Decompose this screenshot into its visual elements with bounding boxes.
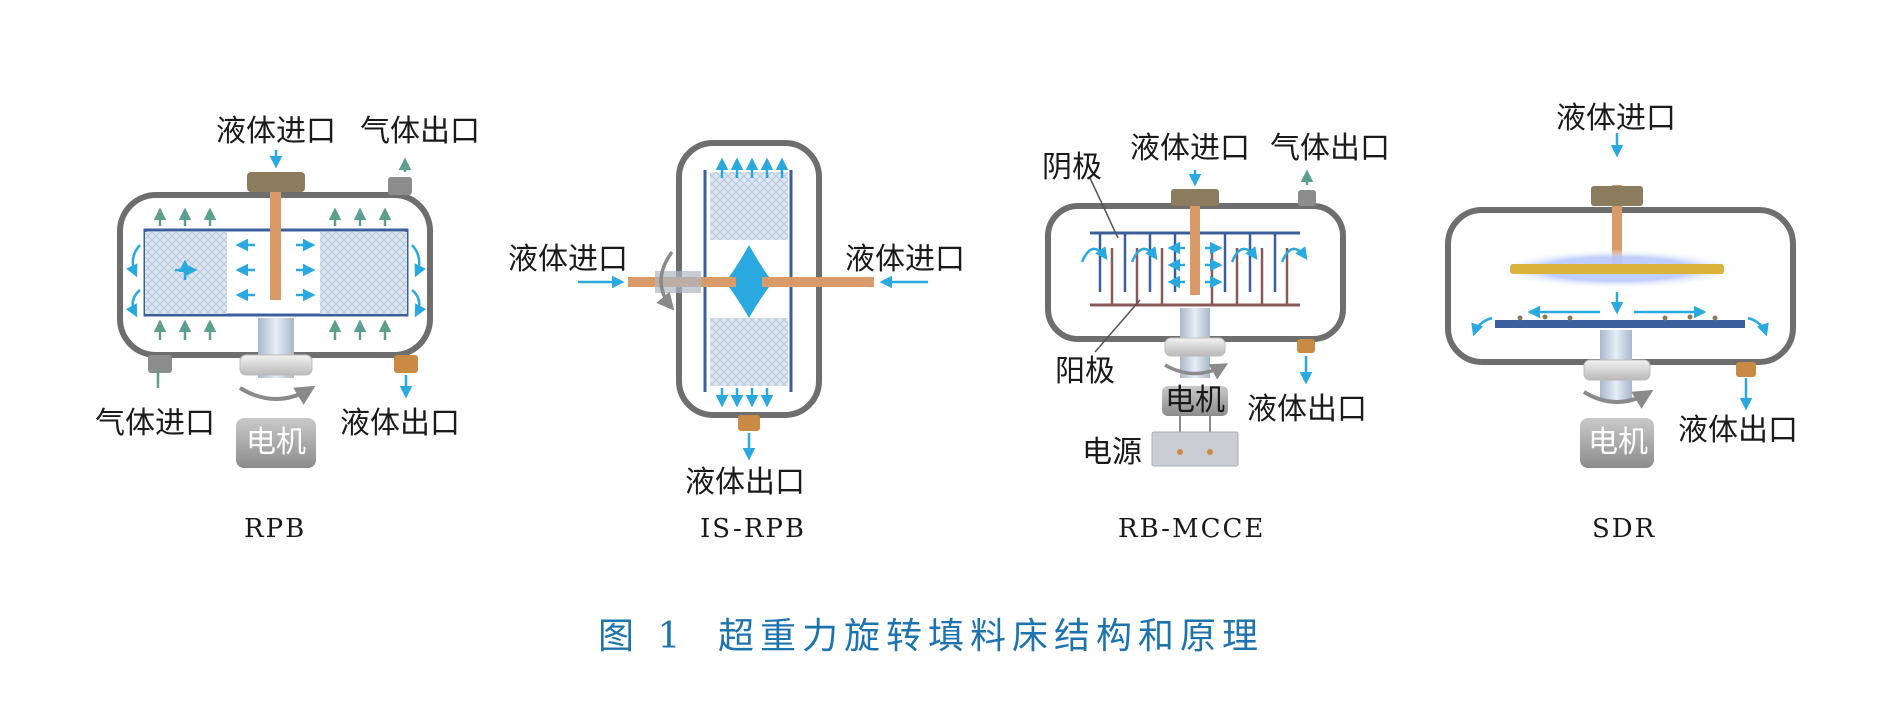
isrpb-caption: IS-RPB bbox=[700, 514, 806, 544]
panel-sdr: 液体进口 电机 液体出口 SDR bbox=[1445, 101, 1798, 544]
rpb-motor-label: 电机 bbox=[246, 425, 306, 460]
rbmcce-shaft bbox=[1190, 195, 1200, 295]
isrpb-rotation-arrow-icon bbox=[656, 250, 675, 311]
sdr-liquid-outlet-port bbox=[1736, 362, 1756, 377]
rbmcce-gas-outlet-port bbox=[1298, 190, 1316, 206]
rbmcce-cathode-pointer bbox=[1089, 177, 1119, 239]
rpb-motor bbox=[236, 418, 316, 468]
rpb-liquid-inlet-cap bbox=[247, 172, 305, 192]
rbmcce-motor bbox=[1162, 386, 1228, 416]
isrpb-impingement-zone bbox=[725, 245, 773, 318]
rbmcce-power-label: 电源 bbox=[1082, 435, 1142, 470]
rpb-liquid-inlet-label: 液体进口 bbox=[216, 114, 336, 149]
panel-isrpb: 液体进口 液体进口 液体出口 IS-RPB bbox=[508, 140, 965, 544]
sdr-liquid-inlet-label: 液体进口 bbox=[1556, 101, 1676, 136]
rbmcce-liquid-inlet-cap bbox=[1171, 189, 1219, 206]
isrpb-left-bearing bbox=[655, 271, 701, 293]
rpb-bearing bbox=[239, 354, 313, 376]
sdr-shaft bbox=[1612, 185, 1622, 265]
rbmcce-bearing bbox=[1164, 337, 1226, 357]
figure-caption: 图 1 超重力旋转填料床结构和原理 bbox=[598, 616, 1264, 657]
isrpb-liquid-outlet-port bbox=[738, 415, 760, 431]
rpb-liquid-flow-arrows bbox=[125, 150, 427, 399]
figure-title: 超重力旋转填料床结构和原理 bbox=[718, 616, 1264, 657]
isrpb-liquid-outlet-label: 液体出口 bbox=[685, 465, 805, 500]
sdr-liquid-film bbox=[1517, 314, 1718, 321]
isrpb-liquid-inlet-left-label: 液体进口 bbox=[508, 242, 628, 277]
rbmcce-liquid-flow-arrows bbox=[1080, 170, 1313, 385]
rbmcce-anode-pointer bbox=[1094, 299, 1141, 353]
rpb-gas-inlet-label: 气体进口 bbox=[95, 406, 215, 441]
sdr-top-disk bbox=[1510, 264, 1724, 274]
isrpb-liquid-inlet-right-label: 液体进口 bbox=[845, 242, 965, 277]
sdr-liquid-outlet-label: 液体出口 bbox=[1678, 413, 1798, 448]
rpb-gas-inlet-port bbox=[148, 355, 172, 373]
isrpb-shaft-right bbox=[762, 277, 874, 287]
sdr-caption: SDR bbox=[1592, 514, 1656, 544]
rpb-gas-outlet-port bbox=[388, 177, 412, 195]
sdr-liquid-flow-arrows bbox=[1471, 133, 1769, 411]
rpb-gas-outlet-label: 气体出口 bbox=[360, 114, 480, 149]
rpb-packing-right bbox=[320, 232, 407, 314]
rbmcce-liquid-outlet-port bbox=[1297, 339, 1315, 353]
rbmcce-liquid-outlet-label: 液体出口 bbox=[1247, 392, 1367, 427]
sdr-spinning-disk bbox=[1495, 320, 1745, 328]
isrpb-packing-top bbox=[710, 172, 788, 240]
rbmcce-motor-label: 电机 bbox=[1165, 383, 1225, 418]
rbmcce-anode-label: 阳极 bbox=[1055, 354, 1115, 389]
rpb-liquid-outlet-port bbox=[394, 355, 418, 373]
rpb-liquid-outlet-label: 液体出口 bbox=[340, 406, 460, 441]
sdr-motor bbox=[1580, 418, 1654, 468]
rbmcce-liquid-inlet-label: 液体进口 bbox=[1130, 131, 1250, 166]
sdr-liquid-inlet-cap bbox=[1591, 186, 1643, 206]
rbmcce-rotation-arrow-icon bbox=[1164, 363, 1229, 380]
rbmcce-cathode-label: 阴极 bbox=[1042, 150, 1102, 185]
panel-rpb: 液体进口 气体出口 气体进口 液体出口 电机 RPB bbox=[95, 114, 480, 544]
isrpb-liquid-flow-arrows bbox=[578, 157, 928, 461]
sdr-motor-label: 电机 bbox=[1588, 425, 1648, 460]
rpb-shaft bbox=[270, 178, 281, 300]
rbmcce-anodes bbox=[1110, 248, 1289, 305]
sdr-bearing bbox=[1583, 359, 1651, 381]
figure-number: 图 1 bbox=[598, 616, 686, 657]
rbmcce-power-supply bbox=[1151, 431, 1239, 467]
rpb-rotation-arrow-icon bbox=[238, 385, 316, 405]
isrpb-packing-bottom bbox=[710, 318, 788, 386]
rpb-gas-flow-arrows bbox=[153, 157, 412, 388]
rbmcce-caption: RB-MCCE bbox=[1118, 514, 1265, 544]
sdr-rotation-arrow-icon bbox=[1582, 389, 1654, 409]
rbmcce-gas-outlet-label: 气体出口 bbox=[1270, 131, 1390, 166]
rpb-caption: RPB bbox=[244, 514, 306, 544]
panel-rbmcce: 阴极 液体进口 气体出口 阳极 电机 液体出口 电源 RB-MCCE bbox=[1042, 131, 1390, 544]
